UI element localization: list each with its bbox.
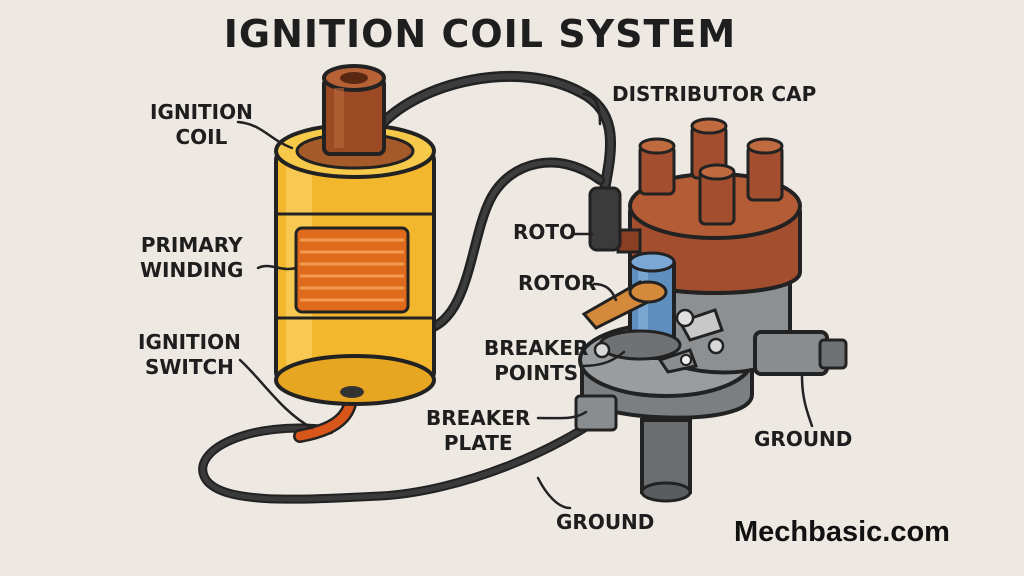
coil-to-distributor-lead: [420, 157, 605, 335]
label-ground-left: GROUND: [556, 510, 655, 534]
diagram-title: IGNITION COIL SYSTEM: [223, 12, 737, 56]
label-rotor: ROTOR: [518, 271, 597, 295]
label-ignition-switch: IGNITION SWITCH: [138, 330, 241, 379]
coil-tower: [322, 64, 386, 156]
ground-wire: [198, 405, 615, 504]
label-primary-winding: PRIMARY WINDING: [140, 233, 244, 282]
label-breaker-plate: BREAKER PLATE: [426, 406, 531, 455]
label-ignition-coil: IGNITION COIL: [150, 100, 253, 149]
label-roto: ROTO: [513, 220, 577, 244]
label-ground-right: GROUND: [754, 427, 853, 451]
primary-winding: [300, 238, 404, 302]
breaker-points: [593, 308, 725, 374]
brand-watermark: Mechbasic.com: [734, 516, 950, 548]
lead-boot: [588, 186, 622, 252]
leader-lines: [236, 92, 814, 510]
ignition-coil: [274, 123, 436, 406]
label-distributor-cap: DISTRIBUTOR CAP: [612, 82, 817, 106]
label-breaker-points: BREAKER POINTS: [484, 336, 589, 385]
distributor-cap: [616, 117, 802, 295]
